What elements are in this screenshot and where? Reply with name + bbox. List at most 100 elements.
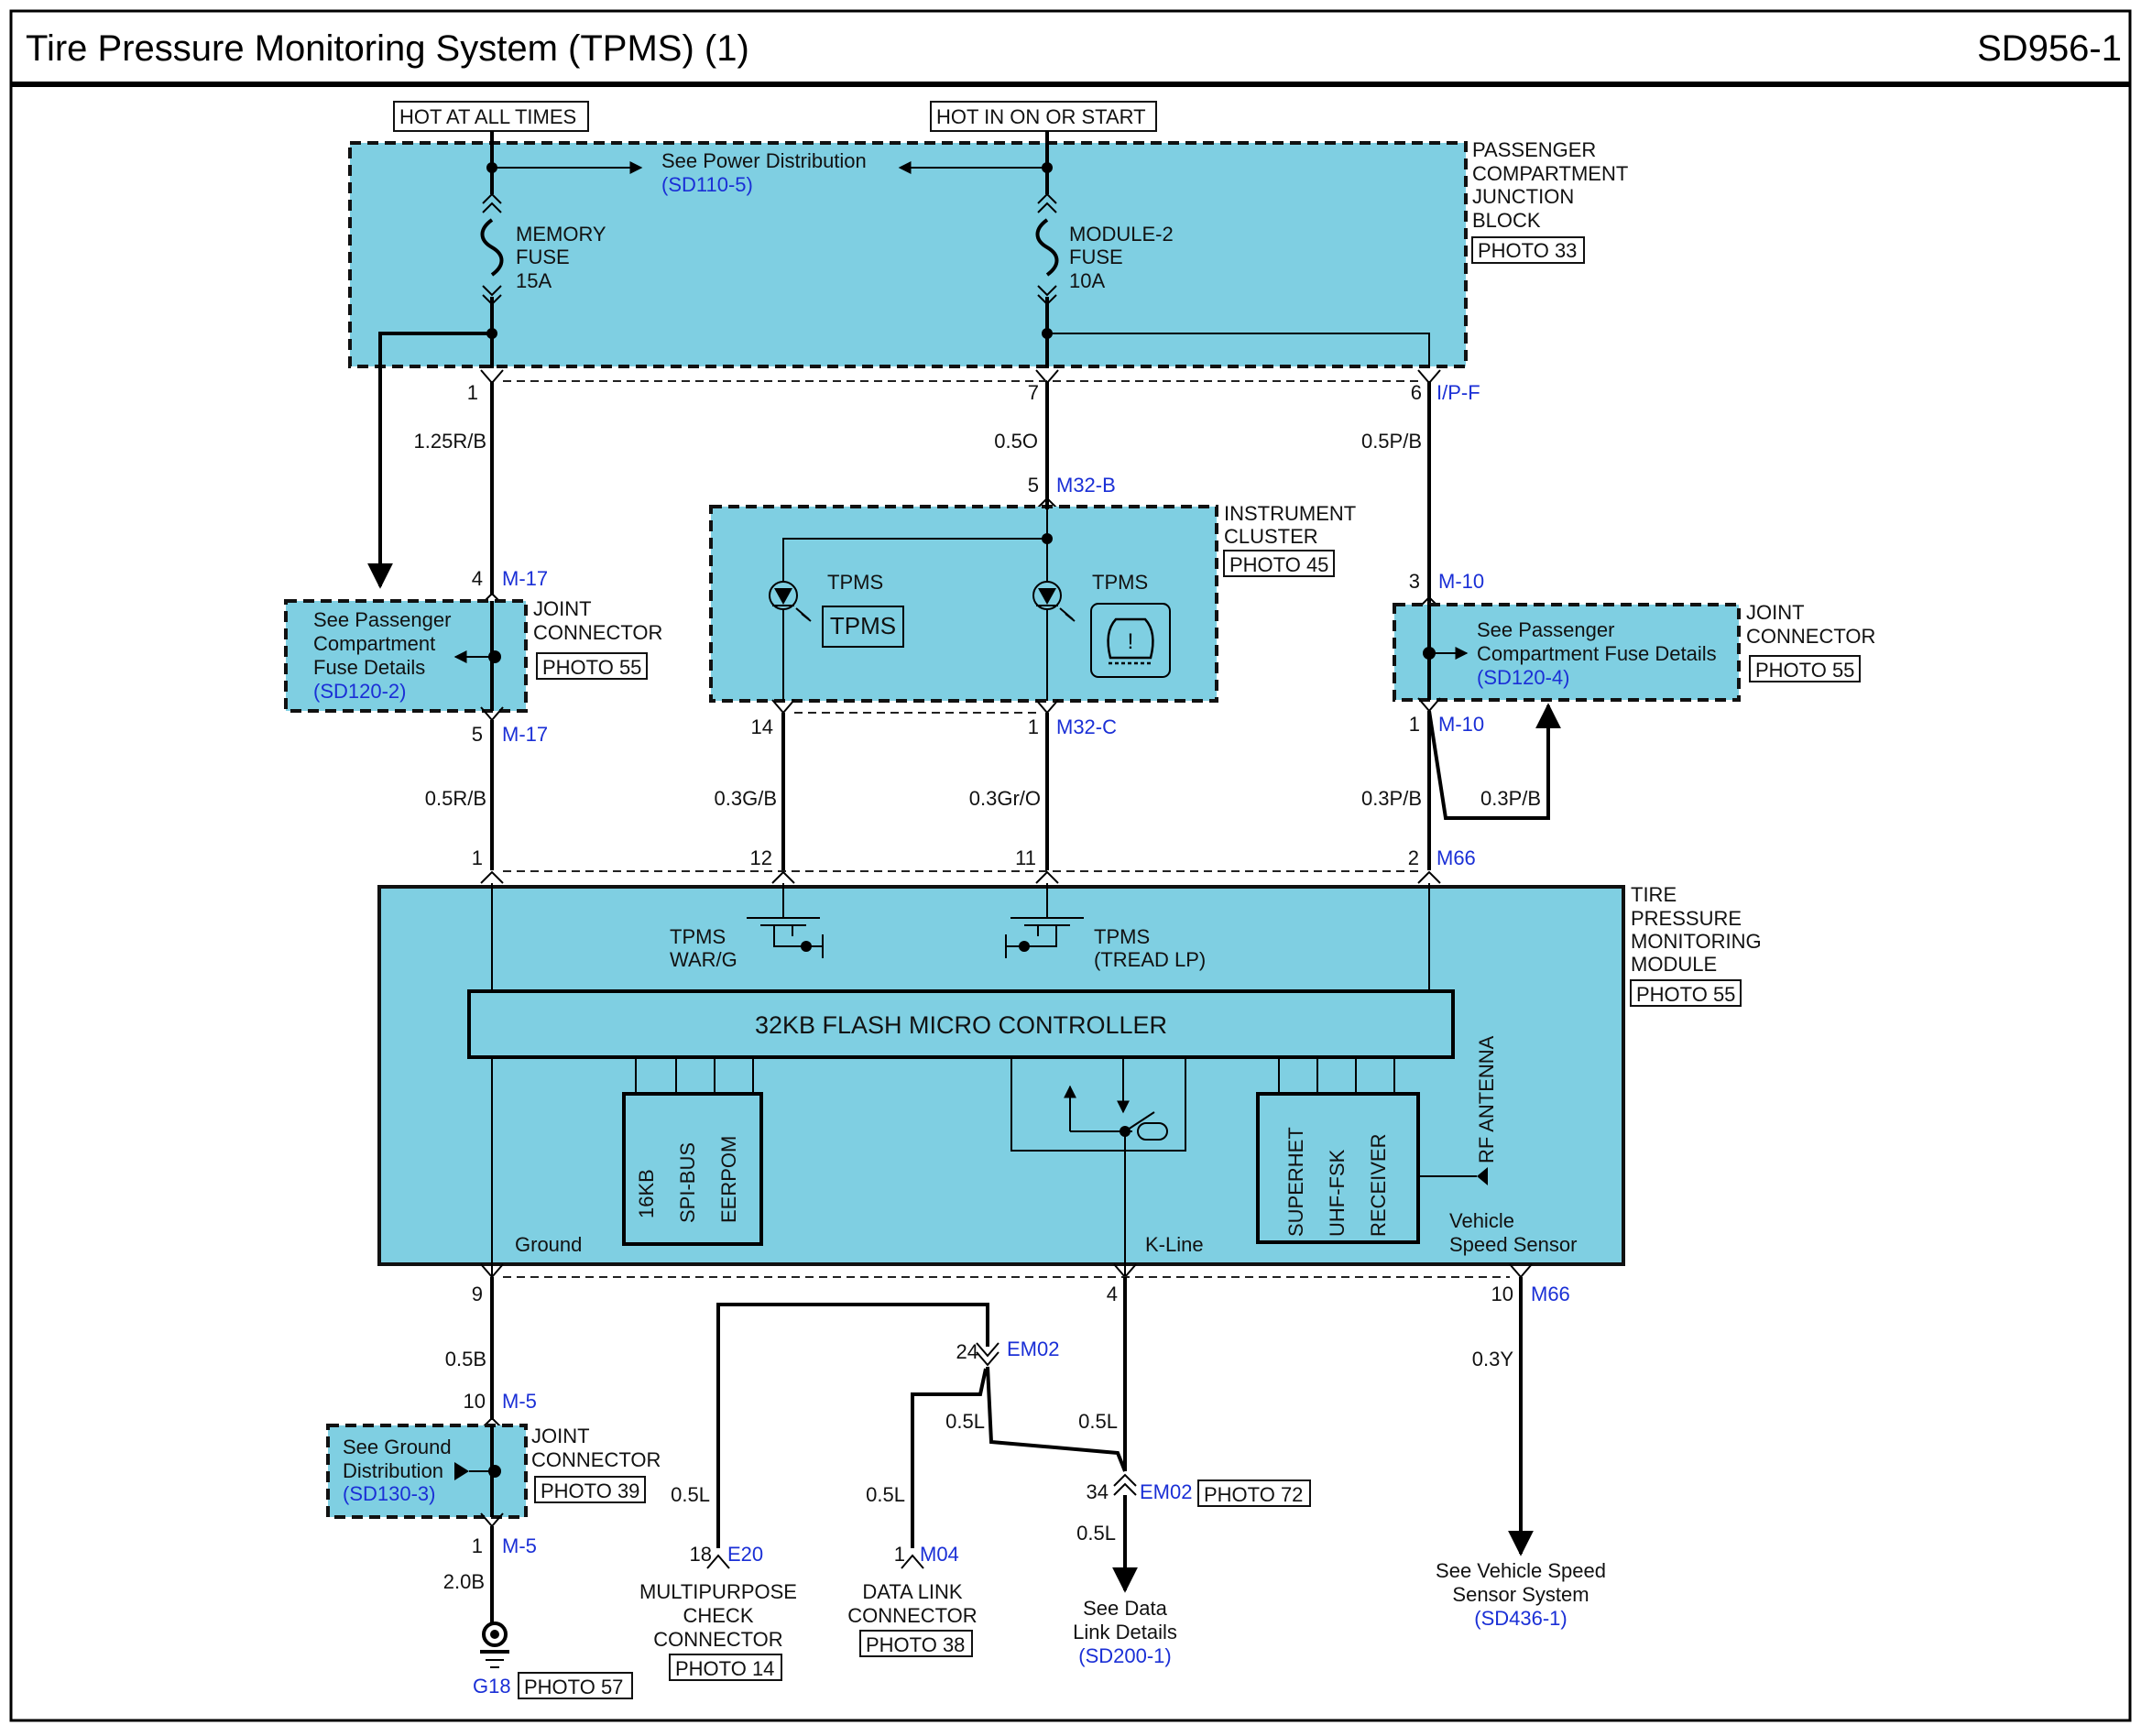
ground-g18[interactable]: G18 — [473, 1675, 511, 1698]
hot-in-on-text: HOT IN ON OR START — [936, 105, 1146, 128]
see-vss-label: See Vehicle Speed — [1436, 1559, 1606, 1582]
data-link-ref-link[interactable]: (SD200-1) — [1078, 1644, 1171, 1667]
data-link-photo-ref[interactable]: PHOTO 38 — [866, 1633, 965, 1656]
module-photo-ref[interactable]: PHOTO 55 — [1636, 983, 1735, 1006]
wire-0-3y: 0.3Y — [1472, 1348, 1514, 1370]
wire-0-5l-e: 0.5L — [866, 1483, 905, 1506]
connector-m32b[interactable]: M32-B — [1056, 474, 1116, 497]
connector-m17-bottom[interactable]: M-17 — [502, 723, 548, 746]
wire-0-5l-b: 0.5L — [1078, 1410, 1118, 1433]
pin-m10-1: 1 — [1409, 713, 1420, 736]
tpms-text-indicator — [822, 606, 904, 648]
rf-receiver-l1: SUPERHET — [1284, 1127, 1307, 1237]
tread-driver-transistor-icon — [1005, 883, 1084, 958]
connector-em02-top[interactable]: EM02 — [1007, 1337, 1059, 1360]
tpms-led-left-label: TPMS — [827, 571, 883, 594]
wire-0-5b: 0.5B — [445, 1348, 486, 1370]
jc-left-photo-ref[interactable]: PHOTO 55 — [542, 656, 641, 679]
wire-0-3pb-left: 0.3P/B — [1361, 787, 1422, 810]
jc-ground-photo-ref[interactable]: PHOTO 39 — [541, 1479, 639, 1502]
pin-module-1: 1 — [472, 846, 483, 869]
wire-0-5l-c: 0.5L — [1076, 1522, 1116, 1545]
tpms-led-left-icon — [769, 581, 812, 622]
pin-em02-24: 24 — [956, 1340, 978, 1363]
jc-right-photo-ref[interactable]: PHOTO 55 — [1755, 659, 1854, 682]
pin-m5-10: 10 — [464, 1390, 486, 1413]
memory-fuse-rating: 15A — [516, 269, 552, 292]
tpms-led-right-icon — [1032, 581, 1076, 622]
see-data-link-l2: Link Details — [1073, 1621, 1177, 1643]
jc-ground-ref-link[interactable]: (SD130-3) — [343, 1482, 435, 1505]
pin-m17-5: 5 — [472, 723, 483, 746]
connector-m17-top[interactable]: M-17 — [502, 567, 548, 590]
wire-0-5rb: 0.5R/B — [425, 787, 486, 810]
ground-symbol-icon — [480, 1621, 509, 1668]
pin-module-9: 9 — [472, 1283, 483, 1305]
page-title: Tire Pressure Monitoring System (TPMS) (… — [26, 28, 749, 69]
tpms-war-label: TPMS — [670, 925, 726, 948]
jc-right-ref-link[interactable]: (SD120-4) — [1477, 666, 1569, 689]
multipurpose-photo-ref[interactable]: PHOTO 14 — [675, 1657, 774, 1680]
antenna-icon — [1477, 1167, 1488, 1185]
multipurpose-check-l2: CHECK — [683, 1604, 753, 1627]
connector-m5-bottom[interactable]: M-5 — [502, 1534, 537, 1557]
connector-ipf[interactable]: I/P-F — [1436, 381, 1480, 404]
pin-jb-1: 1 — [467, 381, 478, 404]
pin-module-2: 2 — [1408, 846, 1419, 869]
connector-m10-bottom[interactable]: M-10 — [1438, 713, 1484, 736]
jc-left-l3: Fuse Details — [313, 656, 425, 679]
connector-m66-top[interactable]: M66 — [1436, 846, 1476, 869]
jc-left-j1: JOINT — [533, 597, 592, 620]
connector-em02-bottom[interactable]: EM02 — [1140, 1480, 1192, 1503]
pin-m5-1: 1 — [472, 1534, 483, 1557]
module2-fuse-l2: FUSE — [1069, 246, 1123, 268]
connector-e20[interactable]: E20 — [727, 1543, 763, 1566]
connector-m32c[interactable]: M32-C — [1056, 715, 1117, 738]
cluster-photo-ref[interactable]: PHOTO 45 — [1229, 553, 1328, 576]
jb-photo-ref[interactable]: PHOTO 33 — [1478, 239, 1577, 262]
wire-0-5l-a: 0.5L — [945, 1410, 985, 1433]
connector-m10-top[interactable]: M-10 — [1438, 570, 1484, 593]
ground-photo-ref[interactable]: PHOTO 57 — [524, 1676, 623, 1698]
eeprom-l2: SPI-BUS — [676, 1142, 699, 1223]
wire-0-5l-d: 0.5L — [671, 1483, 710, 1506]
module-kline-label: K-Line — [1145, 1233, 1204, 1256]
pin-module-10: 10 — [1491, 1283, 1513, 1305]
tpms-tread-label: TPMS — [1094, 925, 1150, 948]
war-driver-transistor-icon — [747, 883, 824, 958]
see-vss-l2: Sensor System — [1452, 1583, 1589, 1606]
junction-block-l2: COMPARTMENT — [1472, 162, 1628, 185]
page-code: SD956-1 — [1977, 28, 2122, 69]
power-ref-link[interactable]: (SD110-5) — [661, 173, 753, 196]
rf-receiver-l3: RECEIVER — [1367, 1134, 1390, 1237]
pin-jb-7: 7 — [1028, 381, 1039, 404]
em02-photo-ref[interactable]: PHOTO 72 — [1204, 1483, 1303, 1506]
pin-module-4: 4 — [1107, 1283, 1118, 1305]
junction-block-label: PASSENGER — [1472, 138, 1596, 161]
pin-em02-34: 34 — [1087, 1480, 1109, 1503]
module2-fuse-rating: 10A — [1069, 269, 1105, 292]
connector-m5-top[interactable]: M-5 — [502, 1390, 537, 1413]
rf-antenna-label: RF ANTENNA — [1475, 1035, 1498, 1163]
jc-right-j2: CONNECTOR — [1746, 625, 1875, 648]
memory-fuse-label: MEMORY — [516, 223, 606, 246]
see-power-dist: See Power Distribution — [661, 149, 867, 172]
connector-m66-bottom[interactable]: M66 — [1531, 1283, 1570, 1305]
pin-m04-1: 1 — [894, 1543, 905, 1566]
wire-0-5pb: 0.5P/B — [1361, 430, 1422, 453]
connector-m04[interactable]: M04 — [920, 1543, 959, 1566]
jc-right-l1: See Passenger — [1477, 618, 1614, 641]
jc-ground-l2: Distribution — [343, 1459, 443, 1482]
module-vss-label: Vehicle — [1449, 1209, 1514, 1232]
outer-border — [9, 9, 2132, 1722]
data-link-connector-l2: CONNECTOR — [847, 1604, 977, 1627]
pin-module-12: 12 — [750, 846, 772, 869]
vss-ref-link[interactable]: (SD436-1) — [1474, 1607, 1567, 1630]
tpms-indicator-text: TPMS — [830, 612, 896, 639]
jc-right-j1: JOINT — [1746, 601, 1805, 624]
tire-pressure-warning-icon: ! — [1090, 603, 1171, 678]
jc-left-l1: See Passenger — [313, 608, 451, 631]
jc-left-ref-link[interactable]: (SD120-2) — [313, 680, 406, 703]
